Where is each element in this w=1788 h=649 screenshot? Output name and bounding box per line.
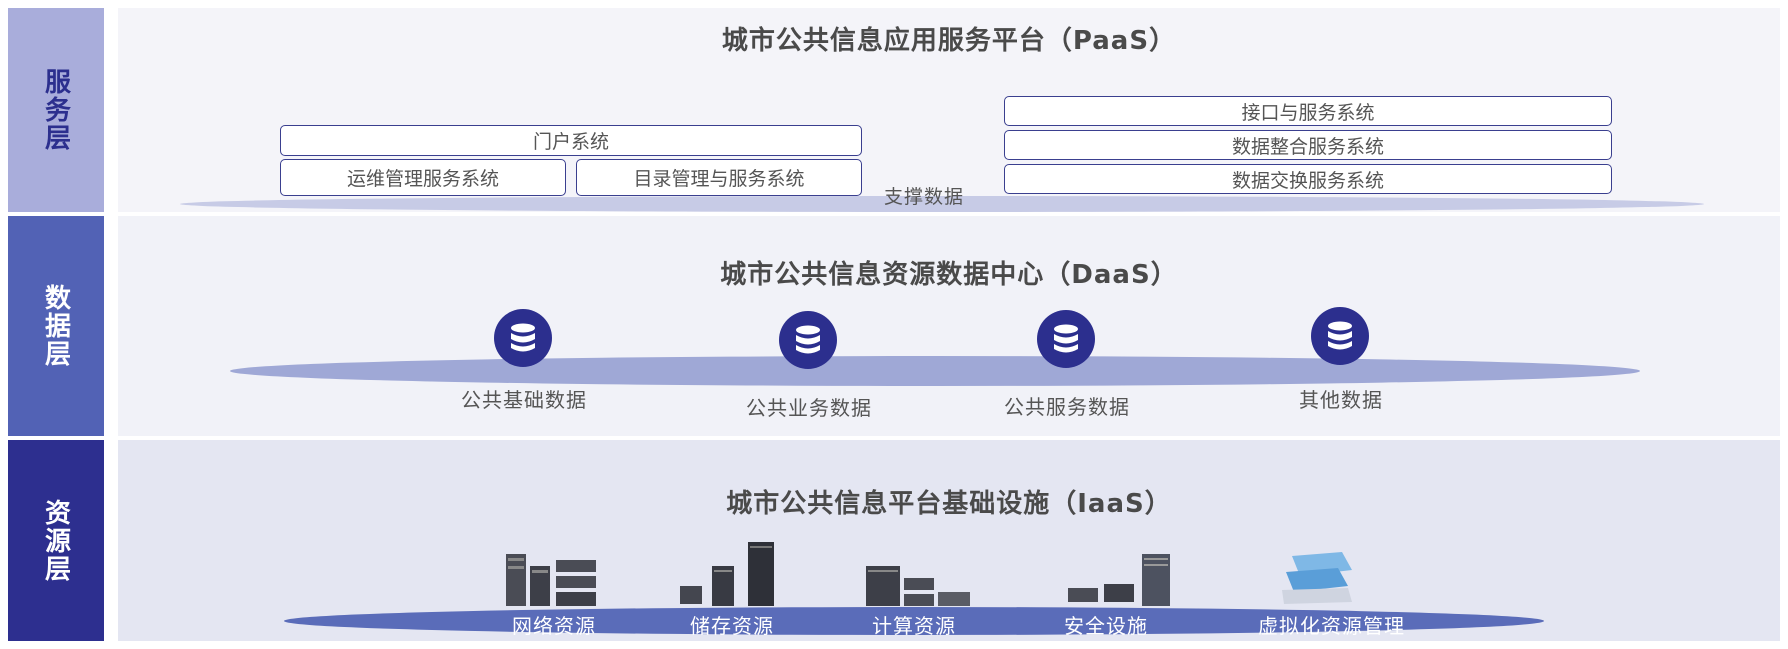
service-layer-label-text: 服务层	[40, 68, 71, 152]
database-icon	[1054, 324, 1078, 353]
support-data-label: 支撑数据	[884, 186, 965, 208]
public-business-data-label: 公共业务数据	[746, 396, 872, 420]
compute-resources-label: 计算资源	[872, 614, 956, 638]
virtualization-icon	[1282, 552, 1352, 604]
data-base-ellipse	[230, 356, 1640, 386]
data-layer-title: 城市公共信息资源数据中心（DaaS）	[720, 260, 1178, 290]
network-resources-label: 网络资源	[512, 614, 596, 638]
interface-service-system-box[interactable]: 接口与服务系统	[1004, 96, 1612, 126]
security-appliance-icon	[1068, 554, 1170, 606]
data-layer-label: 数据层	[8, 216, 104, 436]
public-business-data-node[interactable]	[779, 311, 837, 369]
data-layer-label-text: 数据层	[40, 284, 71, 368]
service-layer-label: 服务层	[8, 8, 104, 212]
storage-server-icon	[680, 542, 774, 606]
database-icon	[796, 325, 820, 354]
service-layer-panel: 城市公共信息应用服务平台（PaaS） 门户系统 运维管理服务系统 目录管理与服务…	[118, 8, 1780, 212]
resource-layer-label-text: 资源层	[40, 498, 71, 583]
database-icon	[511, 323, 535, 352]
database-icon	[1328, 321, 1352, 350]
data-layer-panel: 城市公共信息资源数据中心（DaaS） 公共基础数据 公共业务数据 公共服务数据	[118, 216, 1780, 436]
service-layer-title: 城市公共信息应用服务平台（PaaS）	[721, 26, 1177, 56]
virtualization-management-label: 虚拟化资源管理	[1258, 614, 1405, 638]
resource-layer-panel: 城市公共信息平台基础设施（IaaS） 网络资源 储存资源 计算资源 安全设施 虚…	[118, 440, 1780, 641]
public-service-data-node[interactable]	[1037, 310, 1095, 368]
storage-resources-label: 储存资源	[690, 614, 774, 638]
ops-management-system-box[interactable]: 运维管理服务系统	[280, 159, 566, 196]
portal-system-box[interactable]: 门户系统	[280, 125, 862, 156]
public-service-data-label: 公共服务数据	[1004, 395, 1130, 419]
compute-server-icon	[866, 566, 970, 606]
public-basic-data-node[interactable]	[494, 309, 552, 367]
other-data-node[interactable]	[1311, 307, 1369, 365]
resource-layer-label: 资源层	[8, 440, 104, 641]
service-base-ellipse	[180, 196, 1704, 212]
network-server-icon	[506, 554, 596, 606]
security-facilities-label: 安全设施	[1064, 614, 1148, 638]
catalog-management-system-box[interactable]: 目录管理与服务系统	[576, 159, 862, 196]
other-data-label: 其他数据	[1299, 388, 1383, 412]
public-basic-data-label: 公共基础数据	[461, 388, 587, 412]
data-integration-system-box[interactable]: 数据整合服务系统	[1004, 130, 1612, 160]
resource-layer-title: 城市公共信息平台基础设施（IaaS）	[726, 489, 1172, 519]
resource-base-ellipse	[284, 607, 1544, 635]
data-exchange-system-box[interactable]: 数据交换服务系统	[1004, 164, 1612, 194]
